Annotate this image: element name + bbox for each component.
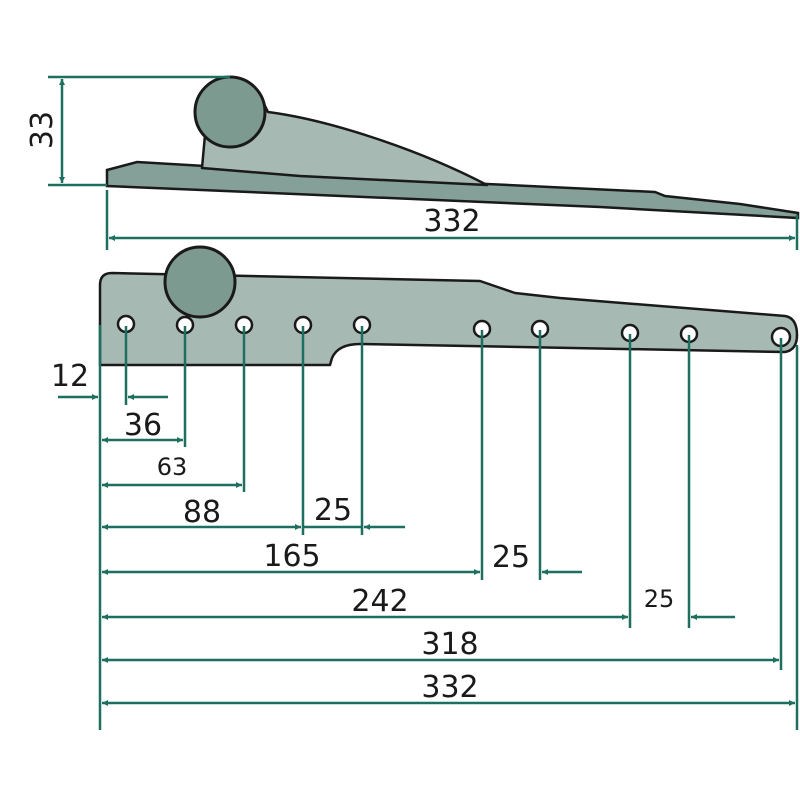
blade-top bbox=[98, 271, 799, 367]
dim-label-332: 332 bbox=[421, 670, 478, 705]
blade-wedge bbox=[200, 98, 489, 187]
length-label: 332 bbox=[423, 204, 480, 239]
pivot-knob-top bbox=[163, 245, 237, 319]
top-view: 12 36 63 88 25 165 25 242 25 318 332 bbox=[51, 245, 799, 730]
dim-label-36: 36 bbox=[124, 408, 162, 443]
extension-lines bbox=[98, 325, 799, 730]
dim-label-165: 165 bbox=[263, 539, 320, 574]
dim-label-25c: 25 bbox=[644, 585, 675, 613]
dim-label-318: 318 bbox=[421, 627, 478, 662]
blade-side bbox=[105, 160, 800, 220]
dim-label-242: 242 bbox=[351, 584, 408, 619]
dim-label-88: 88 bbox=[183, 495, 221, 530]
dim-label-12: 12 bbox=[51, 359, 89, 394]
pivot-knob-side bbox=[193, 75, 267, 149]
dim-label-25a: 25 bbox=[314, 493, 352, 528]
dim-label-25b: 25 bbox=[492, 540, 530, 575]
height-label: 33 bbox=[25, 111, 60, 149]
side-view: 33 332 bbox=[25, 75, 800, 250]
dim-label-63: 63 bbox=[157, 453, 188, 481]
